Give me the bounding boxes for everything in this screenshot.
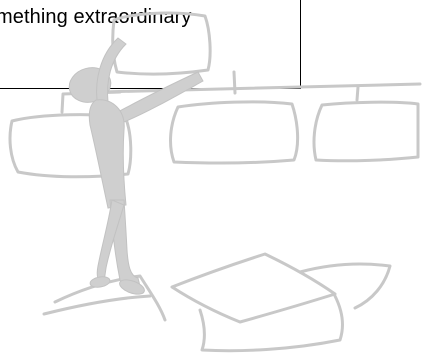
held-sign [113, 13, 210, 74]
org-box-middle [171, 102, 298, 163]
scattered-papers [44, 254, 390, 351]
stick-figure [65, 38, 203, 297]
org-box-right [314, 102, 418, 161]
